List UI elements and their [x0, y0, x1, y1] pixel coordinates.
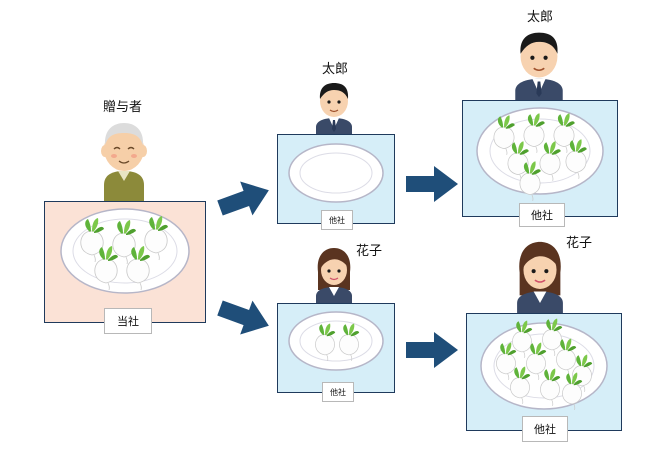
woman-icon: [316, 248, 352, 304]
man-icon: [316, 83, 352, 135]
other-company-tag-4: 他社: [522, 416, 568, 442]
arrow-right-icon: [406, 166, 458, 202]
woman-icon: [517, 241, 563, 314]
hanako-label-2: 花子: [566, 236, 593, 251]
other-company-tag-3: 他社: [322, 382, 354, 402]
plate-icon: [60, 208, 190, 294]
arrow-right-icon: [213, 291, 276, 343]
taro-label-1: 太郎: [322, 62, 349, 77]
plate-icon: [480, 318, 608, 411]
arrow-right-icon: [213, 173, 276, 225]
donor-label: 贈与者: [103, 100, 143, 115]
plate-icon: [476, 107, 604, 202]
grandfather-icon: [101, 123, 147, 201]
our-company-tag: 当社: [104, 308, 152, 334]
man-icon: [515, 32, 563, 102]
arrow-right-icon: [406, 332, 458, 368]
other-company-tag-2: 他社: [519, 203, 565, 227]
plate-icon: [288, 143, 384, 203]
taro-label-2: 太郎: [527, 10, 554, 25]
plate-icon: [288, 311, 384, 371]
other-company-tag-1: 他社: [321, 210, 353, 230]
hanako-label-1: 花子: [356, 244, 383, 259]
